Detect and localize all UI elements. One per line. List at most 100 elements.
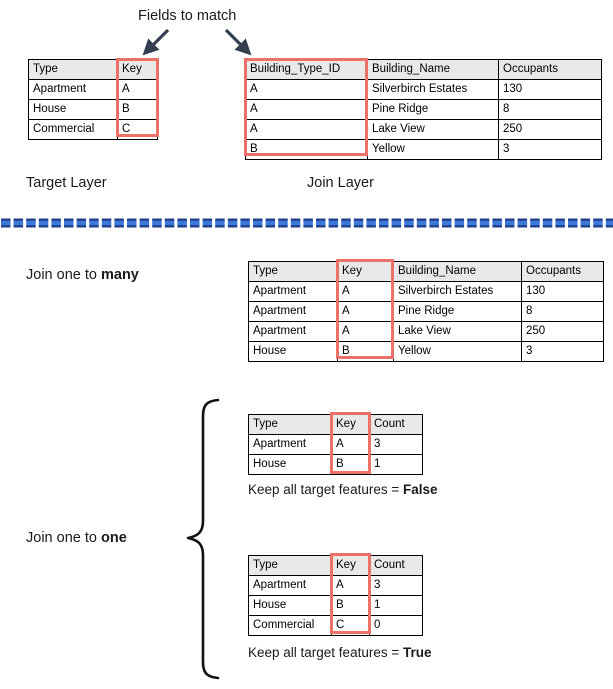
table-cell: Apartment — [248, 575, 332, 596]
table-cell: B — [245, 139, 368, 160]
target-layer-caption: Target Layer — [26, 175, 107, 191]
table-cell: House — [248, 595, 332, 616]
table-cell: Apartment — [248, 321, 338, 342]
column-header: Occupants — [521, 261, 604, 282]
target-layer-table: Type Key Apartment A House B Commercial … — [28, 59, 158, 140]
fields-to-match-label: Fields to match — [138, 8, 237, 24]
column-header: Building_Name — [367, 59, 499, 80]
table-cell: B — [331, 595, 370, 616]
join-one-to-many-emphasis: many — [100, 267, 139, 283]
table-row: B Yellow 3 — [245, 139, 602, 160]
column-header: Building_Name — [393, 261, 522, 282]
join-layer-table-wrap: Building_Type_ID Building_Name Occupants… — [244, 58, 602, 160]
table-cell: A — [245, 119, 368, 140]
one-to-one-true-table: Type Key Count Apartment A 3 House B 1 C… — [248, 555, 423, 636]
table-cell: A — [331, 434, 370, 455]
table-row: Apartment A Pine Ridge 8 — [248, 301, 604, 322]
table-row: A Silverbirch Estates 130 — [245, 79, 602, 100]
table-cell: Yellow — [393, 341, 522, 362]
table-cell: Apartment — [248, 434, 332, 455]
section-divider — [1, 218, 613, 228]
table-cell: A — [337, 321, 394, 342]
table-cell: C — [331, 615, 370, 636]
join-layer-caption: Join Layer — [307, 175, 374, 191]
table-cell: House — [248, 454, 332, 475]
table-header-row: Building_Type_ID Building_Name Occupants — [245, 59, 602, 80]
column-header: Key — [117, 59, 158, 80]
keep-all-true-prefix: Keep all target features = — [248, 645, 403, 660]
table-cell: B — [117, 99, 158, 120]
column-header: Type — [248, 261, 338, 282]
join-one-to-one-prefix: Join one to — [26, 530, 101, 546]
table-row: Apartment A Silverbirch Estates 130 — [248, 281, 604, 302]
table-cell: A — [245, 99, 368, 120]
table-cell: 3 — [369, 575, 423, 596]
keep-all-false-value: False — [402, 482, 438, 497]
keep-all-false-prefix: Keep all target features = — [248, 482, 403, 497]
arrow-to-join-key — [224, 28, 252, 56]
table-cell: B — [337, 341, 394, 362]
table-cell: Apartment — [28, 79, 118, 100]
join-one-to-one-label: Join one to one — [26, 530, 127, 547]
table-cell: 3 — [498, 139, 602, 160]
keep-all-true-value: True — [402, 645, 432, 660]
table-header-row: Type Key Count — [248, 555, 423, 576]
join-one-to-many-label: Join one to many — [26, 267, 139, 284]
one-to-one-true-table-wrap: Type Key Count Apartment A 3 House B 1 C… — [248, 553, 423, 636]
table-cell: 8 — [521, 301, 604, 322]
table-cell: A — [331, 575, 370, 596]
table-header-row: Type Key Count — [248, 414, 423, 435]
table-cell: 3 — [521, 341, 604, 362]
table-cell: Silverbirch Estates — [367, 79, 499, 100]
table-cell: 250 — [521, 321, 604, 342]
table-cell: Lake View — [393, 321, 522, 342]
table-row: Commercial C 0 — [248, 615, 423, 636]
table-cell: 1 — [369, 595, 423, 616]
table-cell: 130 — [521, 281, 604, 302]
table-cell: Commercial — [28, 119, 118, 140]
table-row: Commercial C — [28, 119, 158, 140]
table-cell: Silverbirch Estates — [393, 281, 522, 302]
table-cell: A — [245, 79, 368, 100]
column-header: Key — [331, 555, 370, 576]
join-one-to-one-emphasis: one — [100, 530, 127, 546]
column-header: Type — [28, 59, 118, 80]
table-cell: Apartment — [248, 281, 338, 302]
table-header-row: Type Key — [28, 59, 158, 80]
table-cell: A — [117, 79, 158, 100]
table-cell: C — [117, 119, 158, 140]
column-header: Type — [248, 555, 332, 576]
table-cell: 250 — [498, 119, 602, 140]
table-cell: Apartment — [248, 301, 338, 322]
table-cell: 8 — [498, 99, 602, 120]
target-layer-table-wrap: Type Key Apartment A House B Commercial … — [28, 58, 159, 140]
table-cell: Pine Ridge — [393, 301, 522, 322]
column-header: Key — [337, 261, 394, 282]
table-row: House B — [28, 99, 158, 120]
table-row: Apartment A — [28, 79, 158, 100]
table-row: House B Yellow 3 — [248, 341, 604, 362]
table-cell: Yellow — [367, 139, 499, 160]
column-header: Building_Type_ID — [245, 59, 368, 80]
table-cell: 1 — [369, 454, 423, 475]
arrow-to-target-key — [142, 28, 170, 56]
table-cell: A — [337, 301, 394, 322]
table-row: House B 1 — [248, 454, 423, 475]
join-layer-table: Building_Type_ID Building_Name Occupants… — [245, 59, 602, 160]
column-header: Key — [331, 414, 370, 435]
keep-all-false-caption: Keep all target features = False — [248, 482, 438, 498]
table-cell: House — [28, 99, 118, 120]
table-cell: House — [248, 341, 338, 362]
table-row: A Pine Ridge 8 — [245, 99, 602, 120]
one-to-one-false-table: Type Key Count Apartment A 3 House B 1 — [248, 414, 423, 475]
table-header-row: Type Key Building_Name Occupants — [248, 261, 604, 282]
column-header: Count — [369, 555, 423, 576]
table-row: A Lake View 250 — [245, 119, 602, 140]
one-to-many-table: Type Key Building_Name Occupants Apartme… — [248, 261, 604, 362]
table-cell: 0 — [369, 615, 423, 636]
table-cell: 3 — [369, 434, 423, 455]
join-one-to-many-prefix: Join one to — [26, 267, 101, 283]
keep-all-true-caption: Keep all target features = True — [248, 645, 432, 661]
one-to-many-table-wrap: Type Key Building_Name Occupants Apartme… — [248, 259, 604, 362]
column-header: Occupants — [498, 59, 602, 80]
